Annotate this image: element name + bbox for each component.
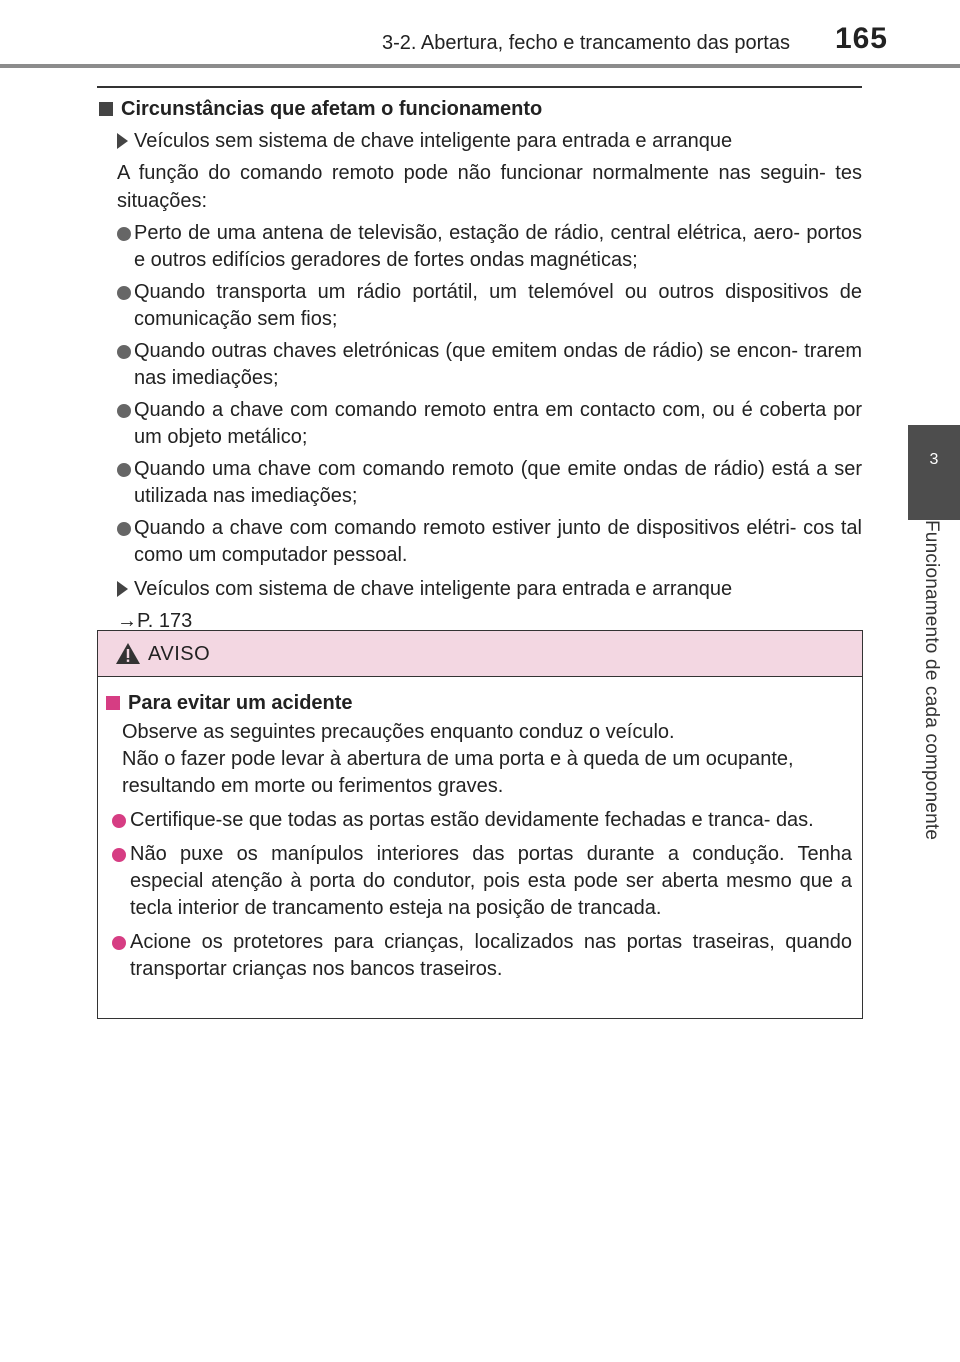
triangle-arrow-icon <box>117 133 128 149</box>
subheading-with-smart-key: Veículos com sistema de chave inteligent… <box>117 577 862 601</box>
section-rule <box>97 86 862 88</box>
circle-bullet-icon <box>117 227 131 241</box>
warning-list: Certifique-se que todas as portas estão … <box>112 807 852 983</box>
square-bullet-icon <box>99 102 113 116</box>
circle-bullet-icon <box>117 522 131 536</box>
main-content: Circunstâncias que afetam o funcionament… <box>97 86 862 635</box>
warning-heading: Para evitar um acidente <box>106 691 854 715</box>
section-heading: Circunstâncias que afetam o funcionament… <box>97 97 862 121</box>
list-item: Quando transporta um rádio portátil, um … <box>117 279 862 333</box>
warning-heading-text: Para evitar um acidente <box>128 692 353 714</box>
warning-line: Não o fazer pode levar à abertura de uma… <box>122 748 794 797</box>
list-item: Quando a chave com comando remoto entra … <box>117 397 862 451</box>
list-item: Acione os protetores para crianças, loca… <box>112 929 852 983</box>
list-item: Quando outras chaves eletrónicas (que em… <box>117 338 862 392</box>
circle-bullet-icon <box>117 404 131 418</box>
circle-bullet-icon <box>112 814 126 828</box>
list-item: Quando a chave com comando remoto estive… <box>117 515 862 569</box>
header-rule <box>0 64 960 68</box>
list-item: Não puxe os manípulos interiores das por… <box>112 841 852 922</box>
warning-title: AVISO <box>148 643 211 665</box>
chapter-tab-label: Funcionamento de cada componente <box>921 520 942 841</box>
list-item: Perto de uma antena de televisão, estaçã… <box>117 220 862 274</box>
circle-bullet-icon <box>112 936 126 950</box>
circle-bullet-icon <box>117 286 131 300</box>
intro-paragraph: A função do comando remoto pode não func… <box>117 162 862 212</box>
chapter-title: 3-2. Abertura, fecho e trancamento das p… <box>381 32 790 54</box>
warning-line: Observe as seguintes precauções enquanto… <box>122 721 675 743</box>
chapter-tab-number: 3 <box>929 451 939 468</box>
page-number: 165 <box>834 22 888 55</box>
subheading-text: Veículos com sistema de chave inteligent… <box>134 578 733 600</box>
warning-body: Para evitar um acidente Observe as segui… <box>98 677 862 983</box>
side-strip <box>908 68 960 1362</box>
list-item: Certifique-se que todas as portas estão … <box>112 807 852 834</box>
subheading-without-smart-key: Veículos sem sistema de chave inteligent… <box>117 129 862 153</box>
square-bullet-icon <box>106 696 120 710</box>
warning-box: AVISO Para evitar um acidente Observe as… <box>97 630 863 1019</box>
warning-triangle-icon <box>115 642 141 670</box>
warning-header: AVISO <box>98 631 862 677</box>
circumstances-list: Perto de uma antena de televisão, estaçã… <box>117 220 862 569</box>
section-heading-text: Circunstâncias que afetam o funcionament… <box>121 98 543 120</box>
chapter-tab[interactable]: 3 <box>908 425 960 520</box>
list-item: Quando uma chave com comando remoto (que… <box>117 456 862 510</box>
circle-bullet-icon <box>112 848 126 862</box>
page-reference-link[interactable]: →P. 173 <box>117 610 193 632</box>
circle-bullet-icon <box>117 345 131 359</box>
triangle-arrow-icon <box>117 581 128 597</box>
circle-bullet-icon <box>117 463 131 477</box>
subheading-text: Veículos sem sistema de chave inteligent… <box>134 130 733 152</box>
